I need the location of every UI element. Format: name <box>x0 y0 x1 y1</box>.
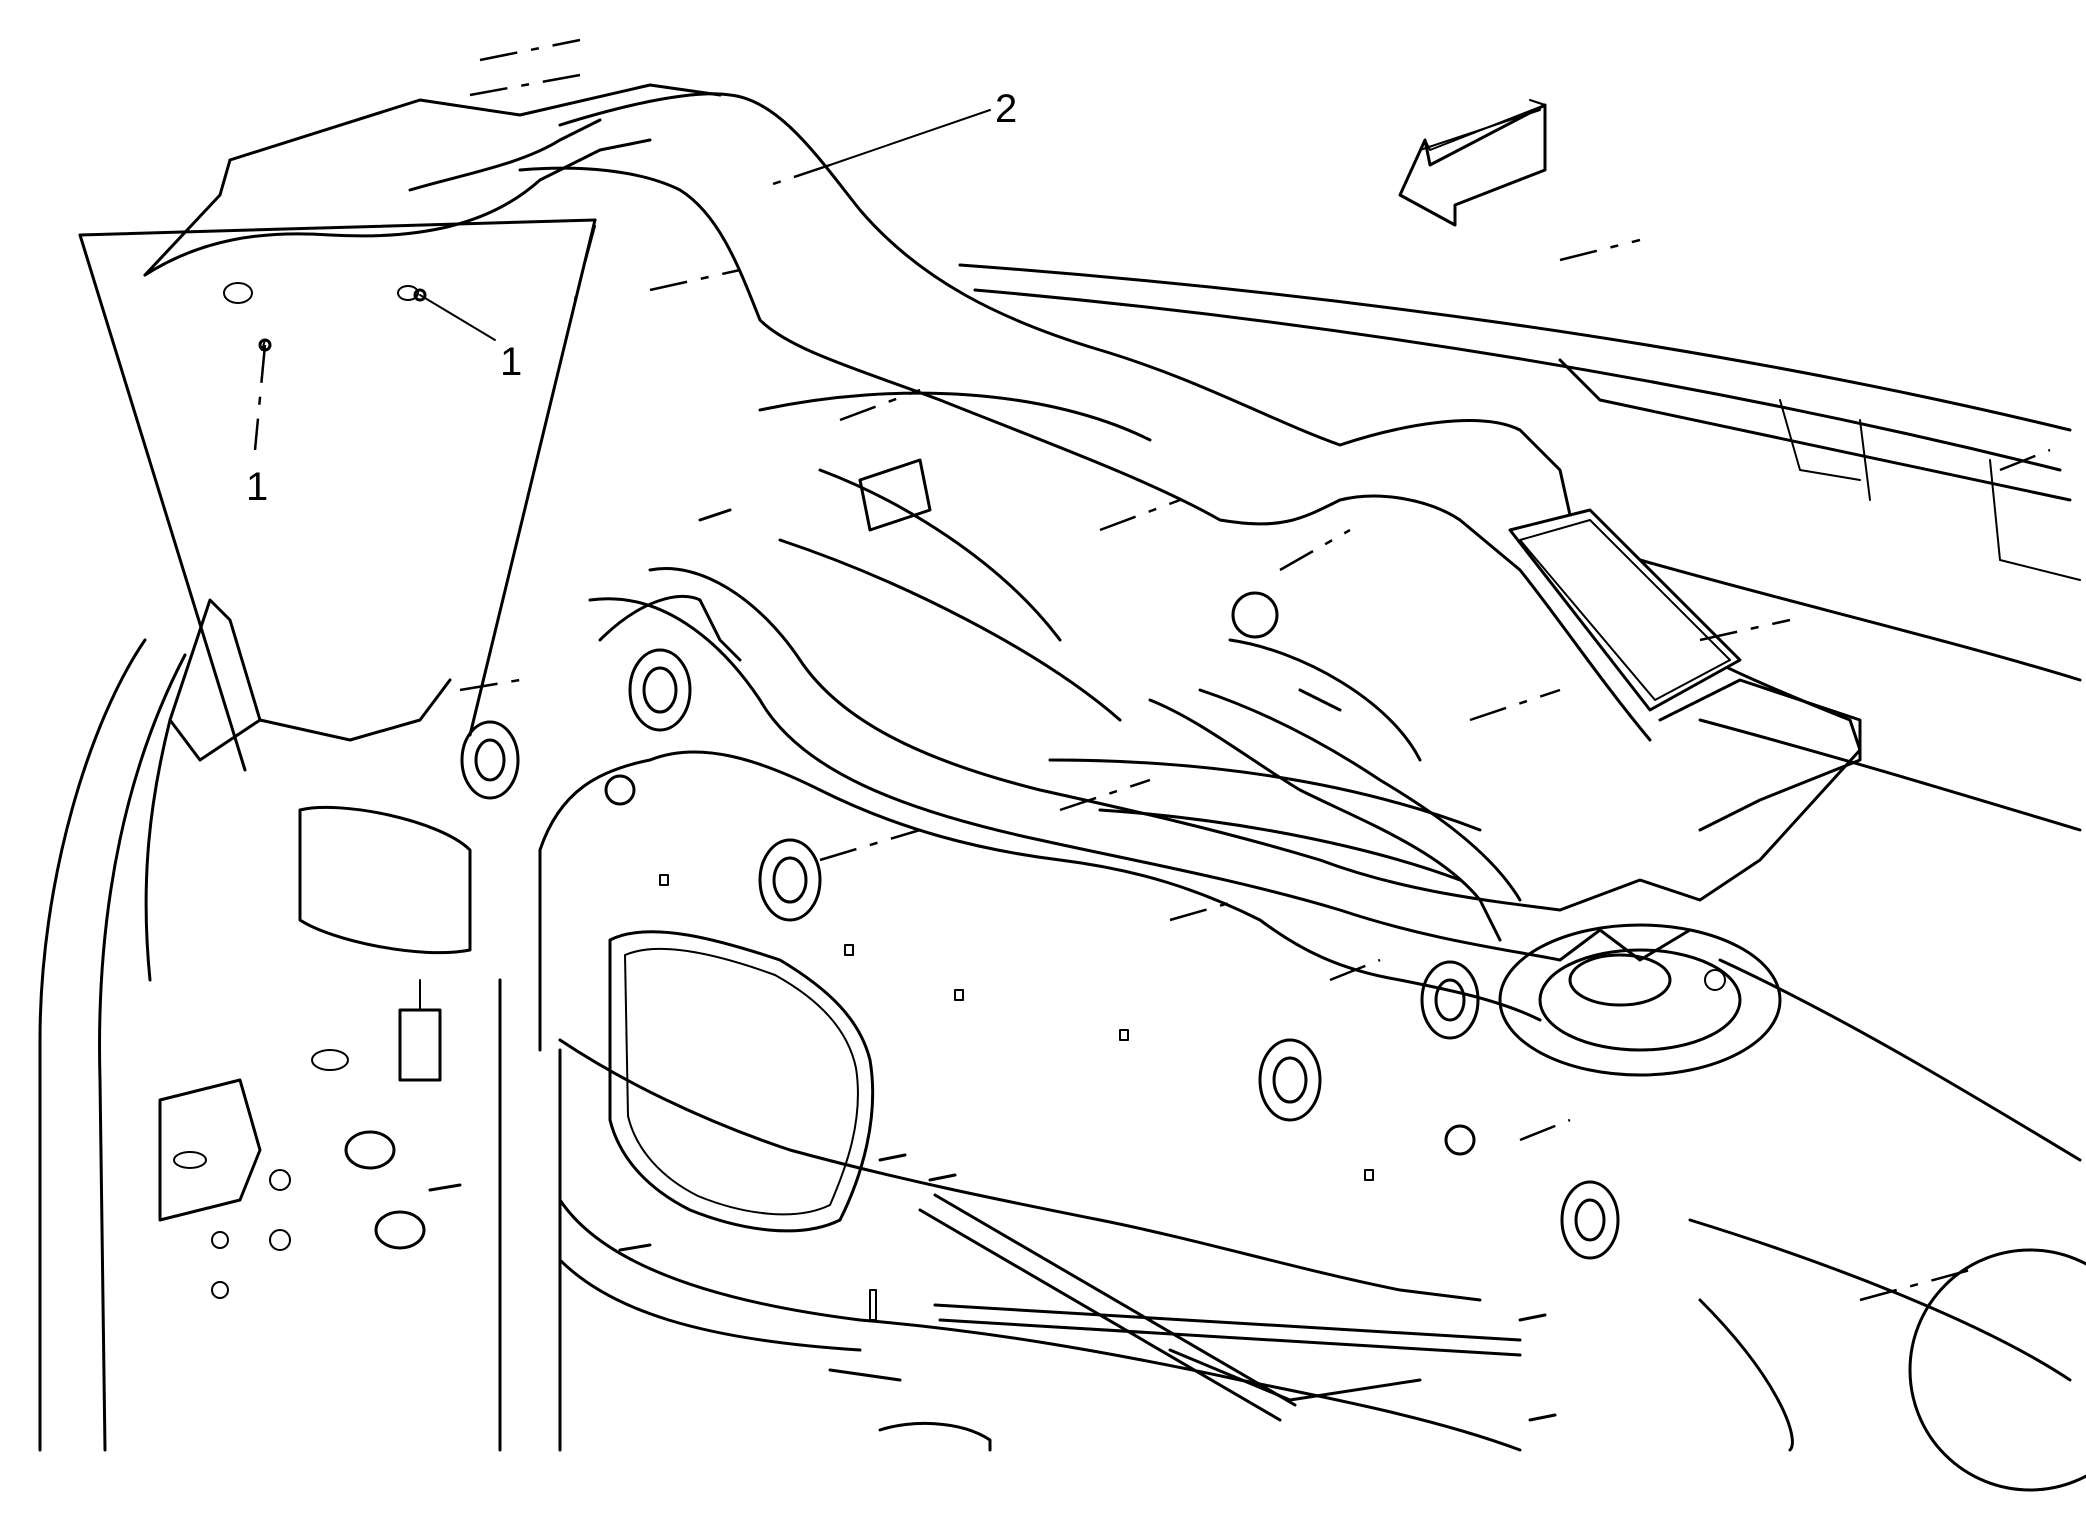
alignment-lines <box>459 238 2051 1142</box>
roof-header-panel <box>143 38 722 304</box>
projection-lines <box>78 218 597 772</box>
package-shelf <box>758 391 1782 1077</box>
rear-trim-panel <box>518 92 1862 962</box>
lower-struts <box>828 1193 1522 1452</box>
callout-label-trim-panel: 2 <box>995 87 1017 131</box>
callout-label-fastener-right: 1 <box>500 340 522 384</box>
view-direction-arrow-icon <box>1398 99 1547 227</box>
bolts <box>428 508 1557 1422</box>
vehicle-body-outline <box>38 263 2086 1492</box>
left-lower-structure <box>144 598 472 1299</box>
bulkhead-panel <box>460 594 1620 1452</box>
callout-label-fastener-left: 1 <box>246 465 268 509</box>
trim-panel-leader <box>769 109 991 187</box>
fastener-right <box>413 288 496 341</box>
fastener-left <box>253 338 272 451</box>
